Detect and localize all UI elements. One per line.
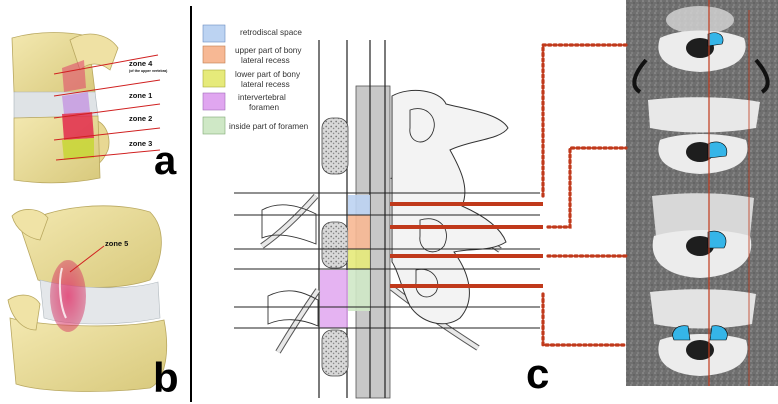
left-vertebral-body-3 — [321, 329, 349, 377]
panel-c-letter: c — [526, 350, 549, 397]
legend-label-upper-recess-1: upper part of bony — [235, 46, 302, 55]
connector-4 — [541, 292, 628, 347]
zone-3-area — [62, 138, 94, 160]
connectors — [541, 43, 628, 347]
ct-slice-3 — [626, 191, 778, 289]
ct-highlight-4a — [672, 325, 691, 341]
ct-highlight-4b — [709, 325, 728, 341]
panel-c-schematic — [234, 40, 543, 399]
panel-a: zone 4 (of the upper vertebra) zone 1 zo… — [11, 32, 177, 184]
posterior-elements-outline — [391, 90, 509, 325]
schematic-upper-recess — [348, 215, 370, 249]
zone-3-label: zone 3 — [129, 139, 152, 148]
schematic-foramen — [320, 270, 348, 328]
legend-swatch-lower-recess — [202, 69, 226, 88]
left-vertebral-body-1 — [321, 117, 349, 175]
left-vertebral-body-2 — [321, 221, 349, 269]
ct-highlight-1 — [707, 32, 724, 47]
legend-label-foramen-2: foramen — [249, 103, 279, 112]
legend-swatch-retrodiscal — [202, 24, 226, 43]
legend-label-retrodiscal: retrodiscal space — [240, 28, 302, 37]
ct-slice-4 — [626, 289, 778, 386]
legend-label-upper-recess-2: lateral recess — [241, 56, 290, 65]
zone-5-label: zone 5 — [105, 239, 128, 248]
zone-1-area — [62, 92, 90, 114]
legend-label-lower-recess-1: lower part of bony — [235, 70, 301, 79]
zone-2-label: zone 2 — [129, 114, 152, 123]
ct-slice-2 — [626, 95, 778, 191]
ct-highlight-3 — [707, 230, 727, 249]
panel-b-letter: b — [153, 354, 179, 401]
zone-4-label: zone 4 — [129, 59, 153, 68]
legend: retrodiscal space upper part of bony lat… — [202, 24, 309, 135]
zone-4-area — [62, 60, 86, 92]
connector-1 — [541, 43, 628, 198]
legend-swatch-foramen — [202, 92, 226, 111]
ct-slice-1 — [626, 0, 778, 95]
zone-1-label: zone 1 — [129, 91, 152, 100]
ct-images — [626, 0, 778, 386]
connector-2 — [546, 146, 628, 229]
zone-5-area — [50, 260, 86, 332]
panel-b: zone 5 b — [7, 205, 179, 401]
legend-swatch-inside-foramen — [202, 116, 226, 135]
schematic-retrodiscal — [348, 195, 370, 215]
legend-label-inside-foramen: inside part of foramen — [229, 122, 309, 131]
legend-swatch-upper-recess — [202, 45, 226, 64]
legend-label-lower-recess-2: lateral recess — [241, 80, 290, 89]
zone-2-area — [62, 112, 94, 140]
schematic-inside-foramen — [348, 269, 370, 311]
schematic-lower-recess — [348, 249, 370, 269]
ct-highlight-2 — [707, 141, 728, 159]
zone-4-sublabel: (of the upper vertebra) — [129, 69, 168, 73]
panel-a-letter: a — [154, 139, 177, 183]
legend-label-foramen-1: intervertebral — [238, 93, 286, 102]
